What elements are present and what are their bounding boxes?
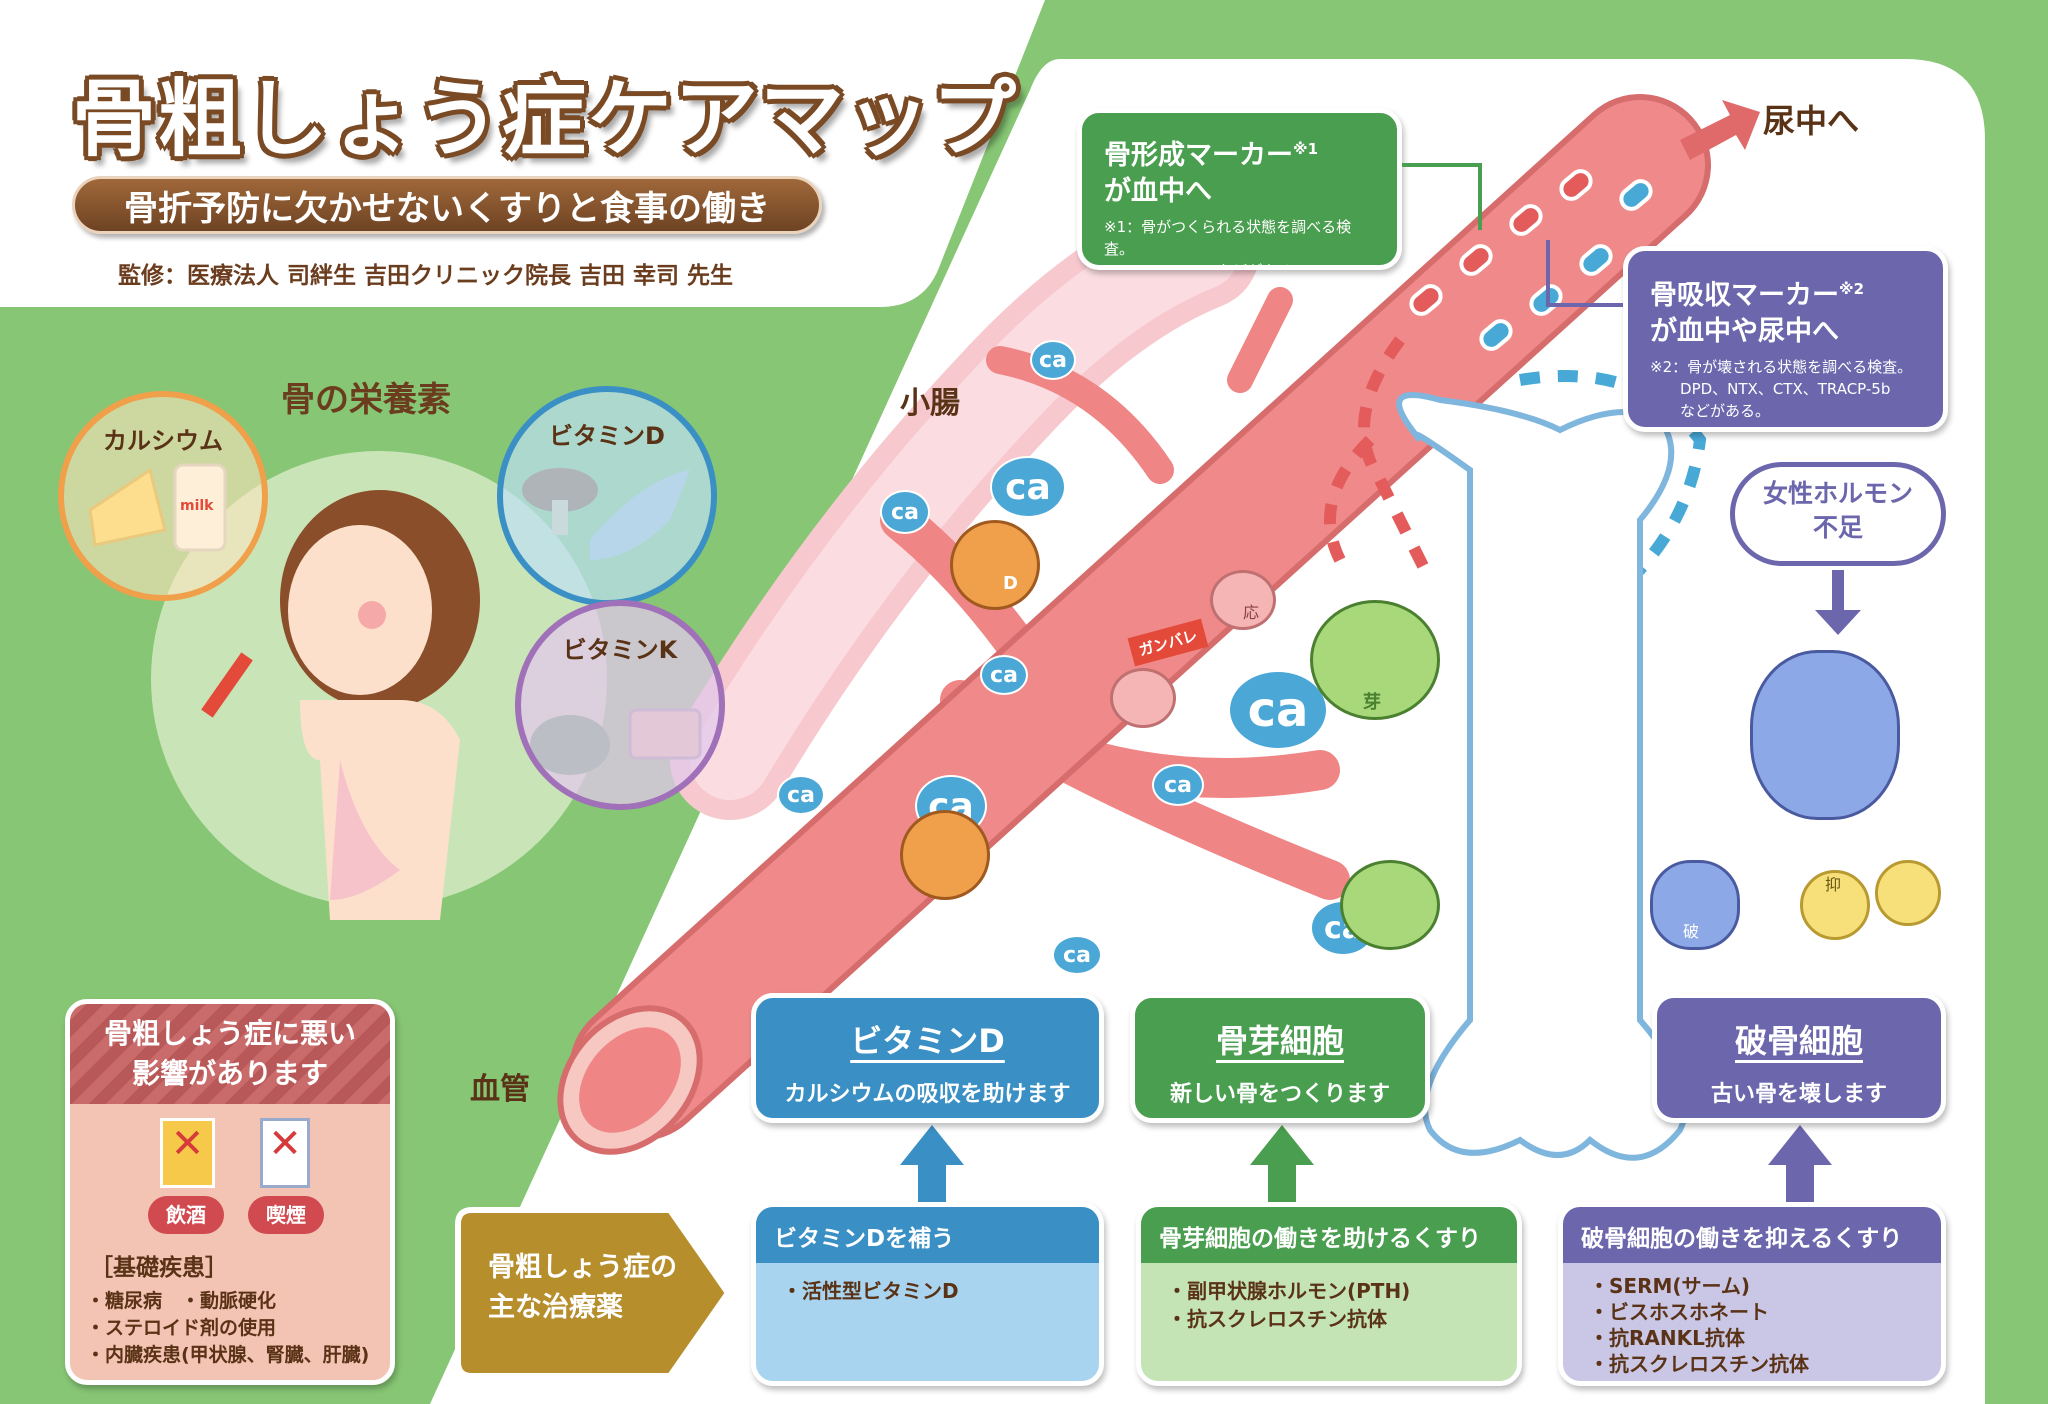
beer-icon: ✕ <box>160 1118 215 1188</box>
bone-formation-marker-box: 骨形成マーカー※1 が血中へ ※1：骨がつくられる状態を調べる検査。 BAP、P1… <box>1077 108 1402 270</box>
female-hormone-bubble: 女性ホルモン 不足 <box>1730 462 1946 566</box>
marker-note: BAP、P1NPなどがある。 <box>1134 262 1307 265</box>
medicine-item: ・抗スクレロスチン抗体 <box>1167 1307 1387 1331</box>
mascot-mark: 応 <box>1243 603 1260 622</box>
cell-title: 骨芽細胞 <box>1215 1022 1344 1060</box>
page-title: 骨粗しょう症ケアマップ <box>72 70 1019 168</box>
risk-item: ・糖尿病 ・動脈硬化 <box>86 1290 277 1312</box>
osteoblast-medicine-box: 骨芽細胞の働きを助けるくすり ・副甲状腺ホルモン(PTH) ・抗スクレロスチン抗体 <box>1136 1202 1522 1386</box>
marker-ref: ※1 <box>1293 140 1319 158</box>
cigarette-icon: ✕ <box>260 1118 310 1188</box>
vitamin-k-bubble: ビタミンK <box>515 600 725 810</box>
ca-bubble: ca <box>1052 935 1102 975</box>
subtitle: 骨折予防に欠かせないくすりと食事の働き <box>124 188 770 229</box>
nutrients-heading: 骨の栄養素 <box>281 380 451 420</box>
vitamin-d-label: ビタミンD <box>549 422 665 450</box>
vitamin-d-role-box: ビタミンD カルシウムの吸収を助けます <box>751 993 1104 1123</box>
bone <box>1396 392 1688 1161</box>
osteoblast-role-box: 骨芽細胞新しい骨をつくります <box>1130 993 1430 1123</box>
support-mascot <box>1110 668 1176 728</box>
medicine-item: ・抗RANKL抗体 <box>1589 1326 1745 1350</box>
ca-bubble: ca <box>1152 764 1204 806</box>
small-intestine-label: 小腸 <box>900 386 960 421</box>
medicine-item: ・副甲状腺ホルモン(PTH) <box>1167 1279 1411 1303</box>
vitamin-d-medicine-box: ビタミンDを補う ・活性型ビタミンD <box>751 1202 1104 1386</box>
ca-bubble: ca <box>777 775 825 815</box>
marker-note: などがある。 <box>1680 402 1771 420</box>
osteoclast-mascot <box>1750 650 1900 820</box>
vitamin-d-mascot: D <box>950 520 1040 610</box>
medicine-item: ・活性型ビタミンD <box>782 1279 959 1303</box>
drinking-badge: 飲酒 <box>148 1196 224 1234</box>
marker-note: ※2：骨が壊される状態を調べる検査。 <box>1650 358 1913 376</box>
calcium-label: カルシウム <box>103 427 223 455</box>
marker-ref: ※2 <box>1839 280 1865 298</box>
medicine-header: ビタミンDを補う <box>756 1207 1099 1263</box>
marker-note: DPD、NTX、CTX、TRACP-5b <box>1680 380 1891 398</box>
cell-desc: 新しい骨をつくります <box>1169 1082 1390 1107</box>
ca-bubble: ca <box>990 456 1066 518</box>
ca-bubble: ca <box>980 655 1028 695</box>
treatment-arrow <box>455 1207 732 1379</box>
milk-label: milk <box>180 498 214 514</box>
suppress-mascot: 抑 <box>1800 870 1870 940</box>
to-urine-arrow <box>1680 100 1760 160</box>
blood-vessel <box>569 94 1711 1141</box>
vitamin-k-label: ビタミンK <box>562 636 678 664</box>
cell-title: ビタミンD <box>850 1022 1005 1060</box>
osteoclast-role-box: 破骨細胞古い骨を壊します <box>1652 993 1946 1123</box>
osteoblast-mascot: 芽 <box>1310 600 1440 720</box>
cell-desc: カルシウムの吸収を助けます <box>784 1082 1071 1107</box>
risk-icons: ✕ ✕ 飲酒 喫煙 <box>70 1104 390 1244</box>
risk-item: ・ステロイド剤の使用 <box>86 1317 277 1339</box>
risk-item: ・内臓疾患(甲状腺、腎臓、肝臓) <box>86 1344 370 1366</box>
medicine-item: ・抗スクレロスチン抗体 <box>1589 1352 1809 1376</box>
treatment-label: 骨粗しょう症の 主な治療薬 <box>488 1252 677 1323</box>
hormone-arrow <box>1815 570 1861 635</box>
osteoclast-mascot: 破 <box>1650 860 1740 950</box>
osteoblast-mascot <box>1340 860 1440 950</box>
marker-title: 骨吸収マーカー <box>1650 280 1839 311</box>
risk-section-title: ［基礎疾患］ <box>90 1255 228 1281</box>
mascot-mark: D <box>1003 573 1018 594</box>
osteoclast-medicine-box: 破骨細胞の働きを抑えるくすり ・SERM(サーム)・ビスホスホネート・抗RANK… <box>1558 1202 1946 1386</box>
marker-note: ※1：骨がつくられる状態を調べる検査。 <box>1104 218 1352 258</box>
medicine-item: ・SERM(サーム) <box>1589 1274 1751 1298</box>
cell-title: 破骨細胞 <box>1734 1022 1863 1060</box>
subtitle-pill: 骨折予防に欠かせないくすりと食事の働き <box>72 176 822 234</box>
mascot-mark: 芽 <box>1363 692 1381 713</box>
marker-title: 骨形成マーカー <box>1104 140 1293 171</box>
risk-title: 骨粗しょう症に悪い 影響があります <box>70 1004 390 1104</box>
ca-bubble: ca <box>1228 670 1328 750</box>
blood-vessel-label: 血管 <box>470 1072 530 1107</box>
vitamin-d-mascot <box>900 810 990 900</box>
supervisor-credit: 監修：医療法人 司絆生 吉田クリニック院長 吉田 幸司 先生 <box>118 263 734 289</box>
woman-illustration <box>201 490 480 920</box>
formation-marker-trail-2 <box>1324 435 1375 563</box>
risk-factors-box: 骨粗しょう症に悪い 影響があります ✕ ✕ 飲酒 喫煙 ［基礎疾患］ ・糖尿病 … <box>65 999 395 1385</box>
marker-title: が血中へ <box>1104 176 1212 207</box>
mascot-mark: 破 <box>1683 922 1700 941</box>
vitamin-d-bubble: ビタミンD <box>497 386 717 606</box>
smoking-badge: 喫煙 <box>248 1196 324 1234</box>
marker-title: が血中や尿中へ <box>1650 316 1839 347</box>
ca-bubble: ca <box>880 490 930 534</box>
suppress-mascot <box>1875 860 1941 926</box>
mascot-mark: 抑 <box>1825 875 1842 894</box>
support-mascot: 応 <box>1210 570 1276 630</box>
to-urine-label: 尿中へ <box>1763 102 1860 140</box>
formation-marker-trail <box>1358 336 1436 583</box>
ca-bubble: ca <box>1030 340 1076 380</box>
cell-desc: 古い骨を壊します <box>1710 1082 1887 1107</box>
medicine-header: 骨芽細胞の働きを助けるくすり <box>1141 1207 1517 1263</box>
medicine-item: ・ビスホスホネート <box>1589 1300 1769 1324</box>
calcium-bubble: カルシウム <box>58 391 268 601</box>
resorption-marker-trail <box>1519 370 1707 585</box>
medicine-header: 破骨細胞の働きを抑えるくすり <box>1563 1207 1941 1263</box>
